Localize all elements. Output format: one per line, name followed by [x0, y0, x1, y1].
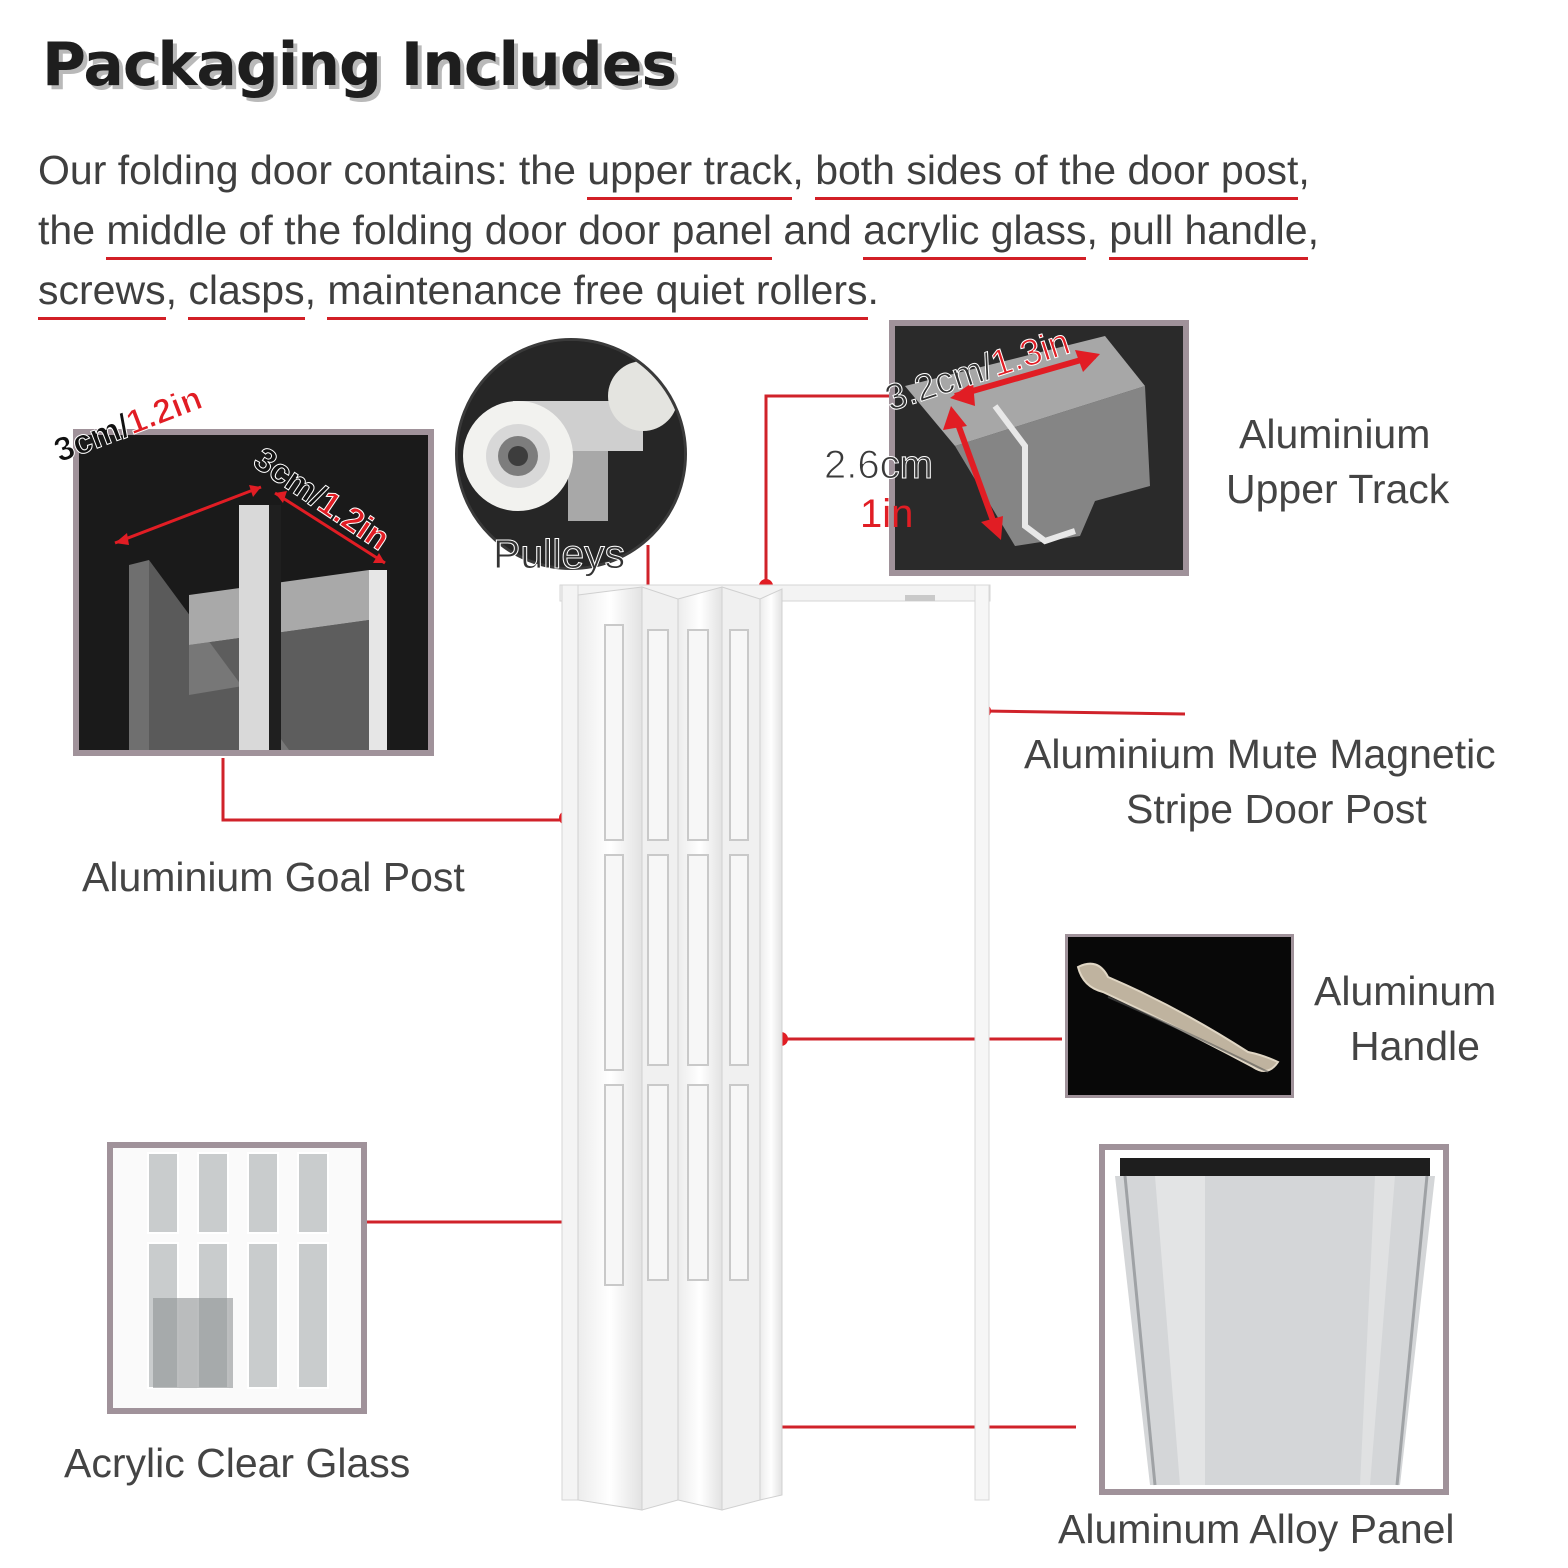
- label-acrylic-glass: Acrylic Clear Glass: [64, 1440, 411, 1486]
- upper-track-height-in: 1in: [860, 492, 914, 536]
- goal-post-graphic: [79, 435, 428, 750]
- door-post-leader: [983, 709, 1186, 716]
- upper-track-graphic: [895, 326, 1183, 570]
- intro-pull-handle: pull handle: [1109, 207, 1308, 260]
- intro-text: and: [771, 207, 864, 253]
- pulleys-image: [455, 338, 687, 570]
- alloy-panel-image: [1099, 1144, 1449, 1495]
- label-upper-track-1: Aluminium: [1239, 411, 1431, 457]
- label-door-post-1: Aluminium Mute Magnetic: [1024, 731, 1496, 777]
- intro-text: the: [38, 207, 107, 253]
- upper-track-image: [889, 320, 1189, 576]
- upper-track-height-dim: 2.6cm: [824, 443, 934, 488]
- label-alloy-panel: Aluminum Alloy Panel: [1058, 1506, 1455, 1552]
- label-upper-track-2: Upper Track: [1226, 466, 1450, 512]
- intro-clasps: clasps: [188, 267, 305, 320]
- goal-post-image: [73, 429, 434, 756]
- intro-sep: ,: [304, 267, 328, 313]
- goal-post-leader: [221, 758, 566, 822]
- intro-text: Our folding door contains: the: [38, 147, 588, 193]
- acrylic-glass-image: [107, 1142, 367, 1414]
- handle-image: [1065, 934, 1294, 1098]
- intro-sep: ,: [1298, 147, 1310, 193]
- acrylic-glass-graphic: [113, 1148, 361, 1408]
- intro-middle-panel: middle of the folding door door panel: [106, 207, 772, 260]
- upper-track-leader: [764, 394, 893, 586]
- alloy-panel-graphic: [1105, 1150, 1443, 1489]
- intro-acrylic-glass: acrylic glass: [863, 207, 1087, 260]
- intro-upper-track: upper track: [587, 147, 793, 200]
- handle-graphic: [1068, 937, 1291, 1095]
- intro-door-post: both sides of the door post: [815, 147, 1299, 200]
- page-title: Packaging Includes: [42, 30, 677, 100]
- label-handle-1: Aluminum: [1314, 968, 1497, 1014]
- intro-sep: ,: [165, 267, 189, 313]
- intro-sep: ,: [1086, 207, 1110, 253]
- intro-sep: ,: [792, 147, 816, 193]
- intro-sep: .: [867, 267, 879, 313]
- label-pulleys: Pulleys: [492, 531, 626, 578]
- intro-sep: ,: [1307, 207, 1319, 253]
- label-handle-2: Handle: [1350, 1023, 1480, 1069]
- intro-rollers: maintenance free quiet rollers: [327, 267, 868, 320]
- folding-door-illustration: [559, 584, 991, 1511]
- intro-paragraph: Our folding door contains: the upper tra…: [38, 140, 1498, 320]
- pulley-graphic: [458, 341, 684, 567]
- label-door-post-2: Stripe Door Post: [1126, 786, 1427, 832]
- intro-screws: screws: [38, 267, 166, 320]
- label-goal-post: Aluminium Goal Post: [82, 854, 465, 900]
